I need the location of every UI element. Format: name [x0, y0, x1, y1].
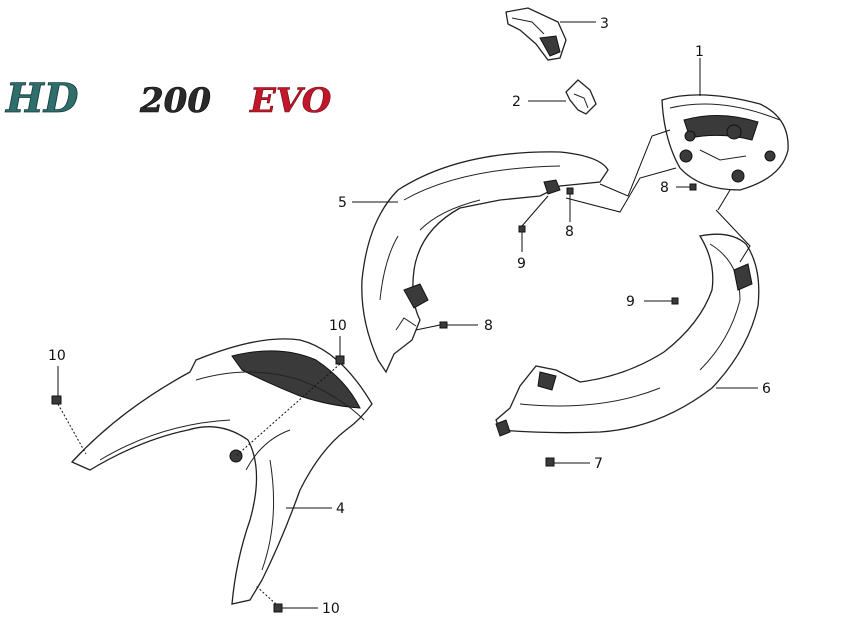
- callout-8-b: 8: [565, 224, 574, 240]
- screw-9b: [671, 297, 679, 305]
- callout-3: 3: [600, 16, 609, 32]
- screw-8a: [689, 183, 697, 191]
- callout-10-a: 10: [329, 318, 347, 334]
- screw-10a: [335, 355, 345, 365]
- screw-8b: [566, 187, 574, 195]
- callout-8-a: 8: [660, 180, 669, 196]
- callout-2: 2: [512, 94, 521, 110]
- callout-9-b: 9: [626, 294, 635, 310]
- logo-suffix: EVO: [249, 81, 332, 121]
- fasteners: [51, 183, 697, 613]
- part-1-tail-bracket: [661, 58, 789, 191]
- screw-10b: [51, 395, 62, 405]
- screw-9a: [518, 225, 526, 233]
- part-5-inner-fender: [352, 151, 609, 374]
- screw-8c: [439, 321, 448, 329]
- part-6-outer-fender: [495, 233, 760, 437]
- callout-1: 1: [695, 44, 704, 60]
- screw-10c: [273, 603, 283, 613]
- callout-6: 6: [762, 381, 771, 397]
- part-4-leg-shield: [70, 338, 373, 605]
- callout-10-b: 10: [48, 348, 66, 364]
- callout-8-c: 8: [484, 318, 493, 334]
- assembly-lines: [565, 129, 751, 263]
- callout-9-a: 9: [517, 256, 526, 272]
- callout-5: 5: [338, 195, 347, 211]
- callout-10-c: 10: [322, 601, 340, 617]
- callout-labels: 1 2 3 4 5 6 7 8 8 8 9 9 10 10 10: [48, 16, 771, 617]
- logo-displacement: 200: [139, 81, 211, 121]
- part-2-clip: [528, 79, 597, 115]
- logo-model: HD: [5, 75, 79, 122]
- screw-7: [545, 457, 555, 467]
- callout-4: 4: [336, 501, 345, 517]
- part-3-bracket: [505, 7, 596, 61]
- callout-7: 7: [594, 456, 603, 472]
- model-logo: HD 200 EVO: [5, 75, 332, 123]
